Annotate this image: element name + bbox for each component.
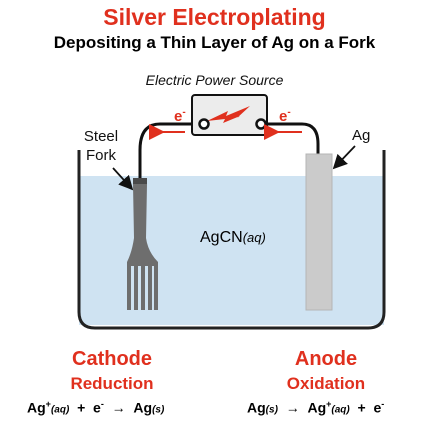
electron-label-right: e- — [279, 107, 291, 125]
solution-liquid — [79, 176, 384, 325]
solution-formula: AgCN — [200, 229, 243, 246]
solution-label: AgCN(aq) — [200, 229, 266, 247]
fork-label-line1: Steel — [83, 128, 119, 145]
terminal-right — [255, 118, 267, 130]
cathode-equation: Ag+(aq) + e- → Ag(s) — [27, 399, 165, 416]
terminal-left — [198, 118, 210, 130]
lightning-icon — [207, 106, 250, 123]
anode-equation: Ag(s) → Ag+(aq) + e- — [247, 399, 385, 416]
wire-right — [262, 122, 320, 154]
silver-anode-label: Ag — [352, 127, 371, 144]
silver-anode — [305, 153, 333, 311]
beaker — [77, 150, 386, 330]
fork-label-line2: Fork — [86, 147, 116, 164]
page-subtitle: Depositing a Thin Layer of Ag on a Fork — [53, 33, 376, 52]
cathode-subtitle: Reduction — [70, 374, 154, 393]
solution-state: (aq) — [242, 230, 266, 245]
anode-subtitle: Oxidation — [286, 374, 366, 393]
anode-pointer-arrow — [332, 145, 356, 170]
steel-fork — [127, 178, 158, 310]
page-title: Silver Electroplating — [103, 4, 326, 30]
power-source-label: Electric Power Source — [145, 72, 284, 88]
electron-label-left: e- — [174, 107, 186, 125]
fork-pointer-arrow — [112, 167, 134, 191]
cathode-title: Cathode — [72, 348, 152, 370]
steel-fork-label: Steel Fork — [76, 127, 126, 165]
anode-title: Anode — [294, 348, 358, 370]
